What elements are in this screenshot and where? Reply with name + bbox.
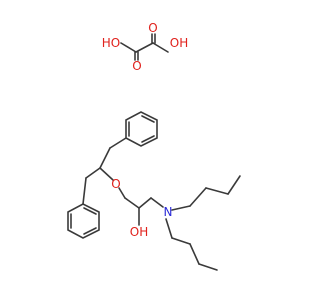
- oxalic-hydroxyl-right-label: OH: [170, 36, 188, 50]
- oxalic-carbonyl-oxygen-right-label: O: [148, 21, 157, 35]
- oxalic-carbonyl-oxygen-left-label: O: [132, 59, 141, 73]
- atom-labels: HO OH O O O OH N: [102, 21, 188, 239]
- oxalic-hydroxyl-left-label: HO: [102, 36, 120, 50]
- molecule-diagram: HO OH O O O OH N: [67, 21, 241, 271]
- hydroxyl-label: OH: [130, 225, 148, 239]
- ether-oxygen-label: O: [111, 177, 120, 191]
- bond-layer: [67, 33, 241, 271]
- amine-nitrogen-label: N: [164, 205, 173, 219]
